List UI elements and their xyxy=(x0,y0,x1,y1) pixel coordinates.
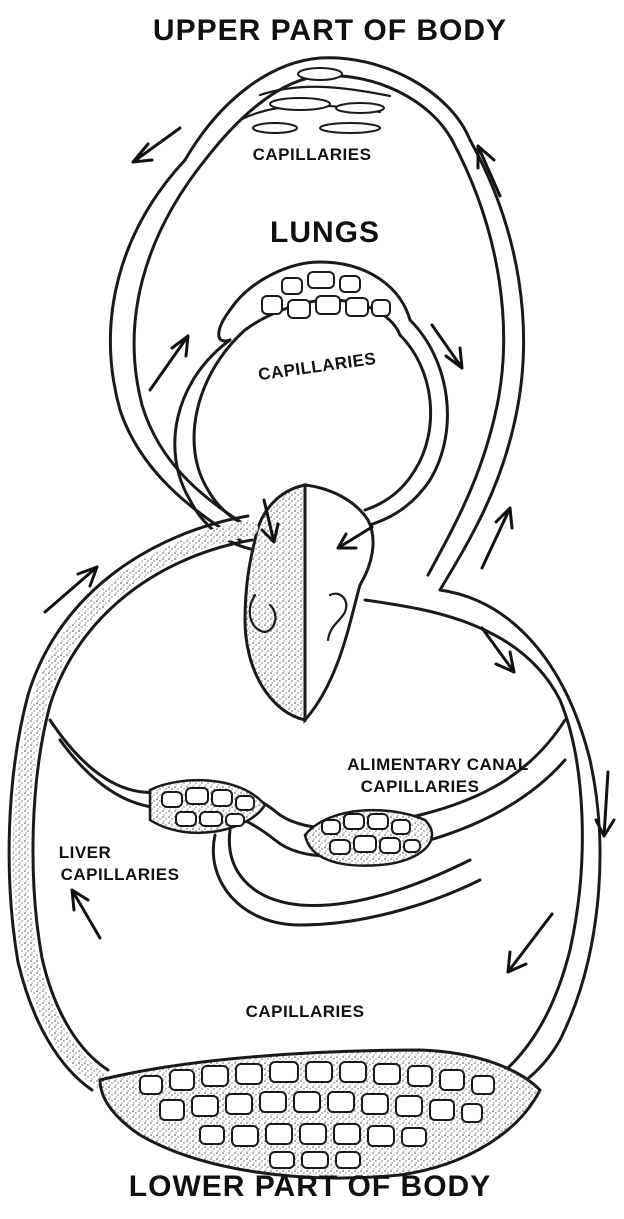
lungs-label: LUNGS xyxy=(270,216,380,249)
lower-body-title: LOWER PART OF BODY xyxy=(129,1170,491,1203)
heart-left-side xyxy=(305,485,373,720)
alimentary-label-line1: ALIMENTARY CANAL xyxy=(347,755,528,774)
lower-capillaries-label: CAPILLARIES xyxy=(246,1002,365,1021)
arrow-lower-left-icon xyxy=(72,890,100,938)
lung-capillaries-label: CAPILLARIES xyxy=(257,349,377,384)
liver-and-gut-capillary-bed xyxy=(50,720,565,925)
liver-label-line1: LIVER xyxy=(59,843,112,862)
alimentary-label-line2: CAPILLARIES xyxy=(361,777,480,796)
arrow-lung-left-icon xyxy=(150,336,188,390)
arrow-upper-right-icon xyxy=(478,146,500,196)
heart xyxy=(245,485,373,720)
heart-right-side xyxy=(245,485,305,720)
arrow-gut-right-icon xyxy=(482,628,514,672)
liver-label-line2: CAPILLARIES xyxy=(61,865,180,884)
lung-capillary-bed xyxy=(219,262,410,341)
upper-capillaries-label: CAPILLARIES xyxy=(253,145,372,164)
arrow-lower-right-icon xyxy=(508,914,552,972)
upper-body-title: UPPER PART OF BODY xyxy=(153,14,507,47)
lower-body-capillary-bed xyxy=(100,1050,540,1178)
arrow-upper-left-icon xyxy=(133,128,180,162)
arrow-aorta-up-icon xyxy=(482,508,512,568)
